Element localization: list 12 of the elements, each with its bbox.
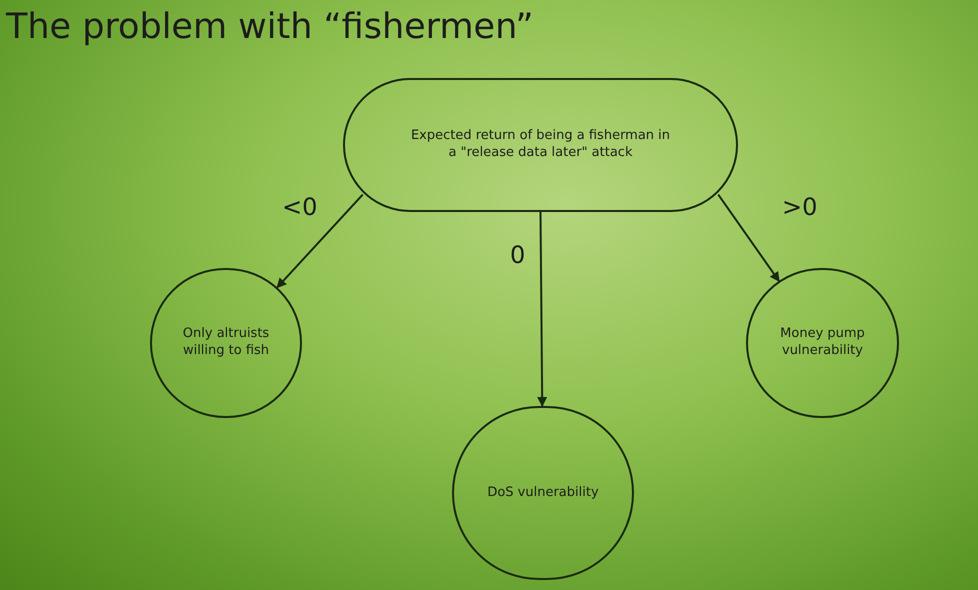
- edge-label: 0: [510, 243, 526, 267]
- node-text: Only altruists willing to fish: [182, 326, 270, 360]
- arrow: [537, 212, 548, 407]
- slide-title: The problem with “fishermen”: [6, 10, 534, 45]
- node-text: Money pump vulnerability: [779, 326, 866, 360]
- edge-label: <0: [282, 195, 318, 219]
- arrow: [717, 194, 780, 282]
- edge-label: >0: [782, 195, 818, 219]
- node-text: DoS vulnerability: [487, 484, 599, 502]
- node-text: Expected return of being a fisherman in a "release data later" attack: [410, 128, 672, 162]
- arrow: [276, 194, 364, 288]
- rounded-process-box: [343, 78, 738, 212]
